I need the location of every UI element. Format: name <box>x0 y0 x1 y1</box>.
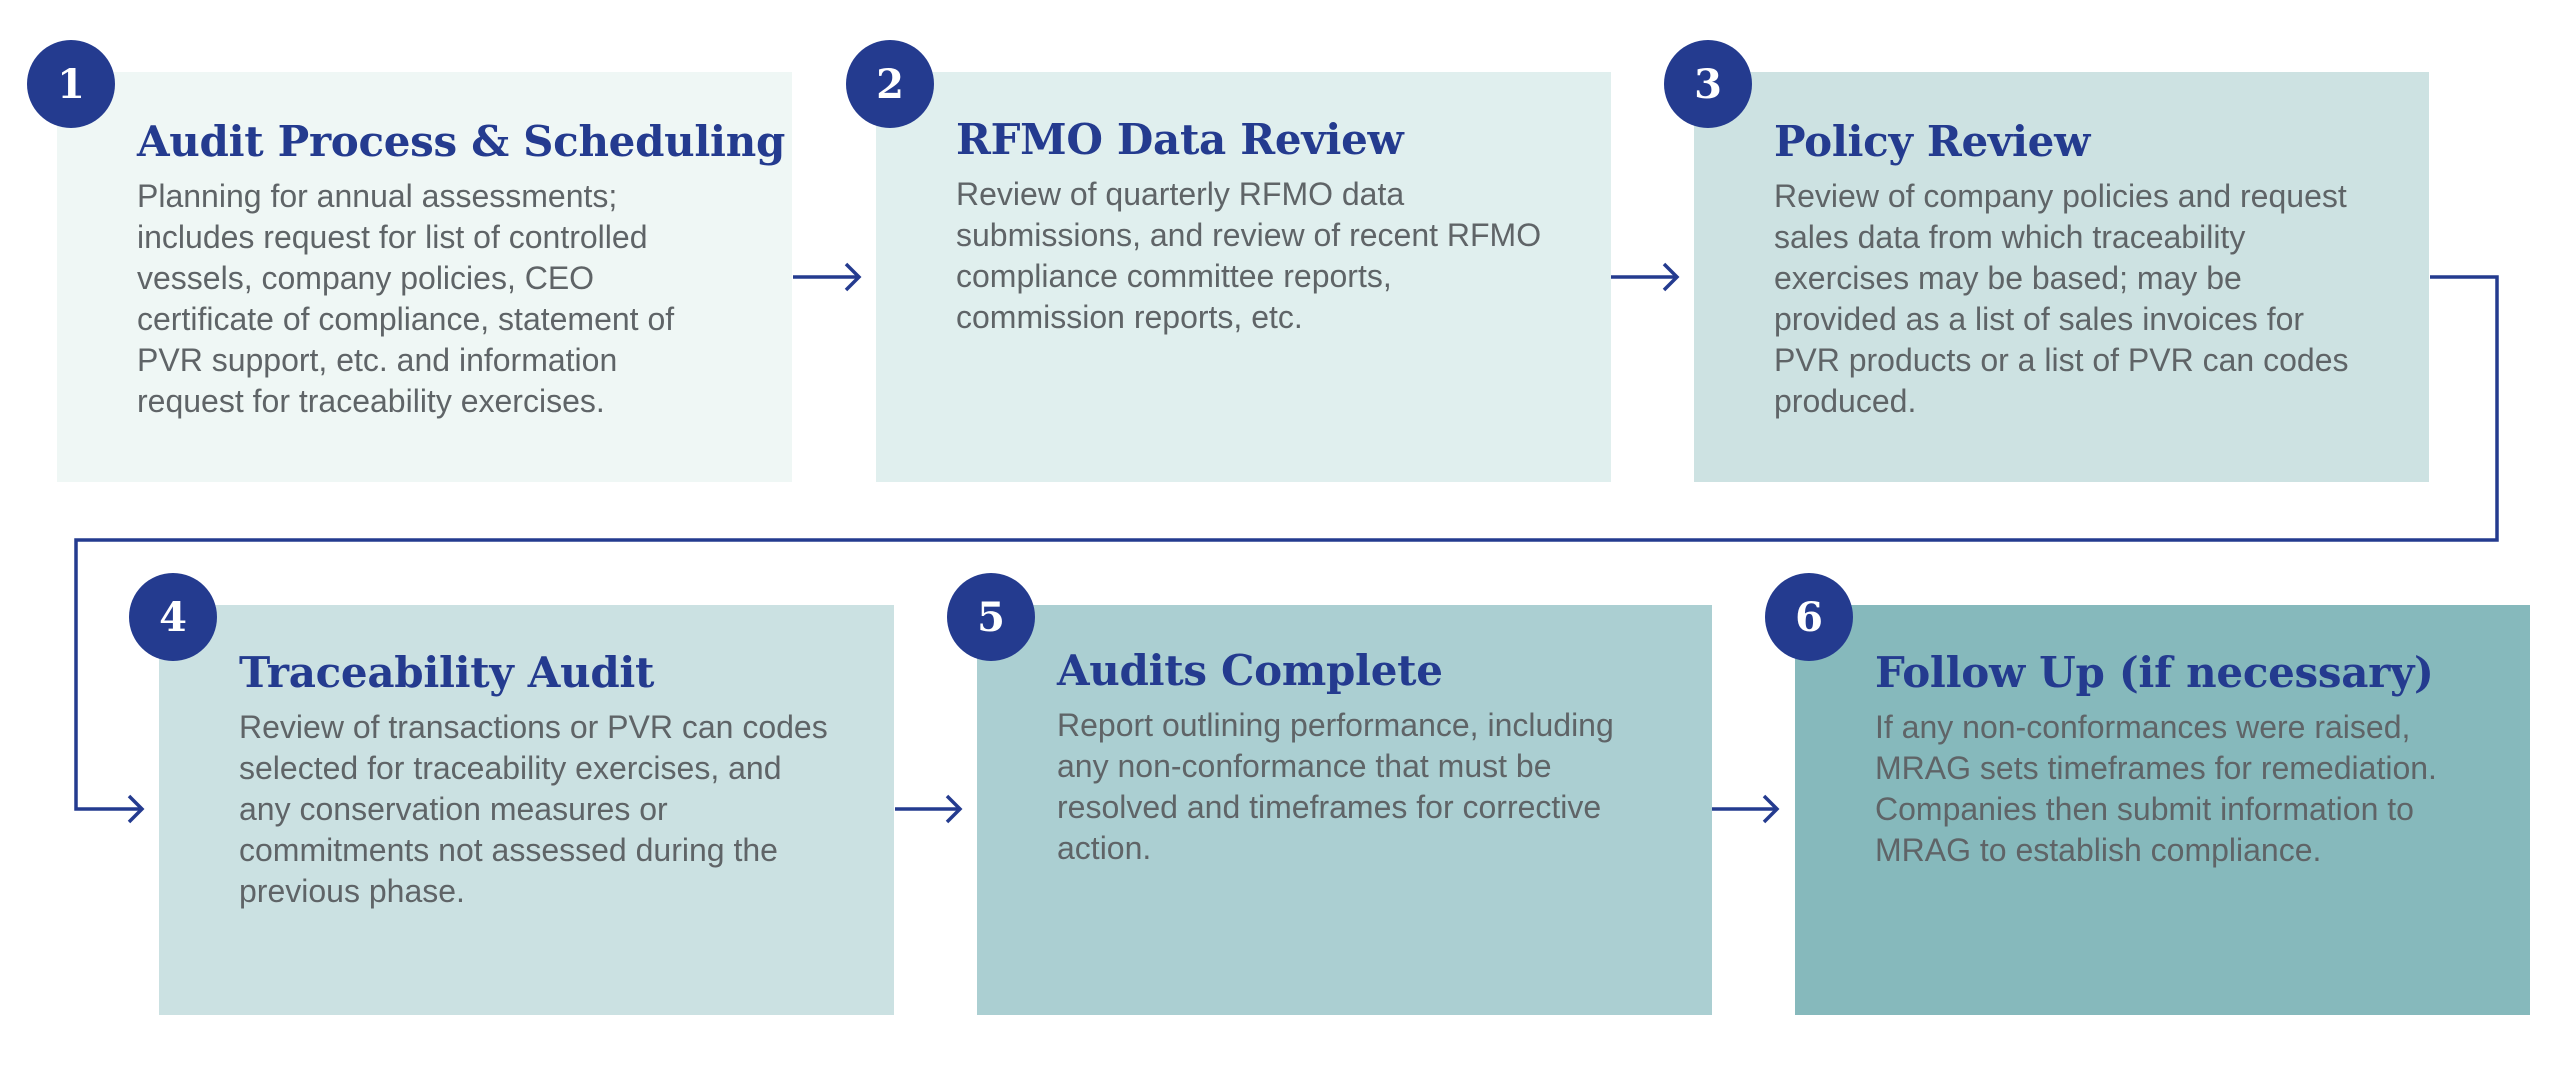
step-2-number-badge: 2 <box>846 40 934 128</box>
arrow-1-to-2 <box>793 262 862 292</box>
arrow-4-to-5 <box>895 794 963 824</box>
step-4-box: Traceability Audit Review of transaction… <box>159 605 894 1015</box>
step-6-title: Follow Up (if necessary) <box>1875 648 2434 697</box>
step-1-description: Planning for annual assessments; include… <box>137 178 675 420</box>
step-3-box: Policy Review Review of company policies… <box>1694 72 2429 482</box>
step-3-description: Review of company policies and request s… <box>1774 178 2349 420</box>
arrow-5-to-6 <box>1712 794 1780 824</box>
step-4-number-badge: 4 <box>129 573 217 661</box>
step-3-title: Policy Review <box>1774 117 2090 166</box>
step-1-number-badge: 1 <box>27 40 115 128</box>
step-4-description: Review of transactions or PVR can codes … <box>239 709 828 910</box>
step-6-box: Follow Up (if necessary) If any non-conf… <box>1795 605 2530 1015</box>
step-1-title: Audit Process & Scheduling <box>137 117 786 166</box>
step-5-description: Report outlining performance, including … <box>1057 707 1614 867</box>
step-5-box: Audits Complete Report outlining perform… <box>977 605 1712 1015</box>
step-2-description: Review of quarterly RFMO data submission… <box>956 176 1542 336</box>
step-5-number-badge: 5 <box>947 573 1035 661</box>
step-4-title: Traceability Audit <box>239 648 655 697</box>
connector-3-to-4 <box>74 275 2499 824</box>
step-2-title: RFMO Data Review <box>956 115 1404 164</box>
step-6-number-badge: 6 <box>1765 573 1853 661</box>
step-2-box: RFMO Data Review Review of quarterly RFM… <box>876 72 1611 482</box>
step-1-box: Audit Process & Scheduling Planning for … <box>57 72 792 482</box>
step-6-description: If any non-conformances were raised, MRA… <box>1875 709 2437 869</box>
step-3-number-badge: 3 <box>1664 40 1752 128</box>
step-5-title: Audits Complete <box>1057 646 1443 695</box>
arrow-2-to-3 <box>1611 262 1680 292</box>
